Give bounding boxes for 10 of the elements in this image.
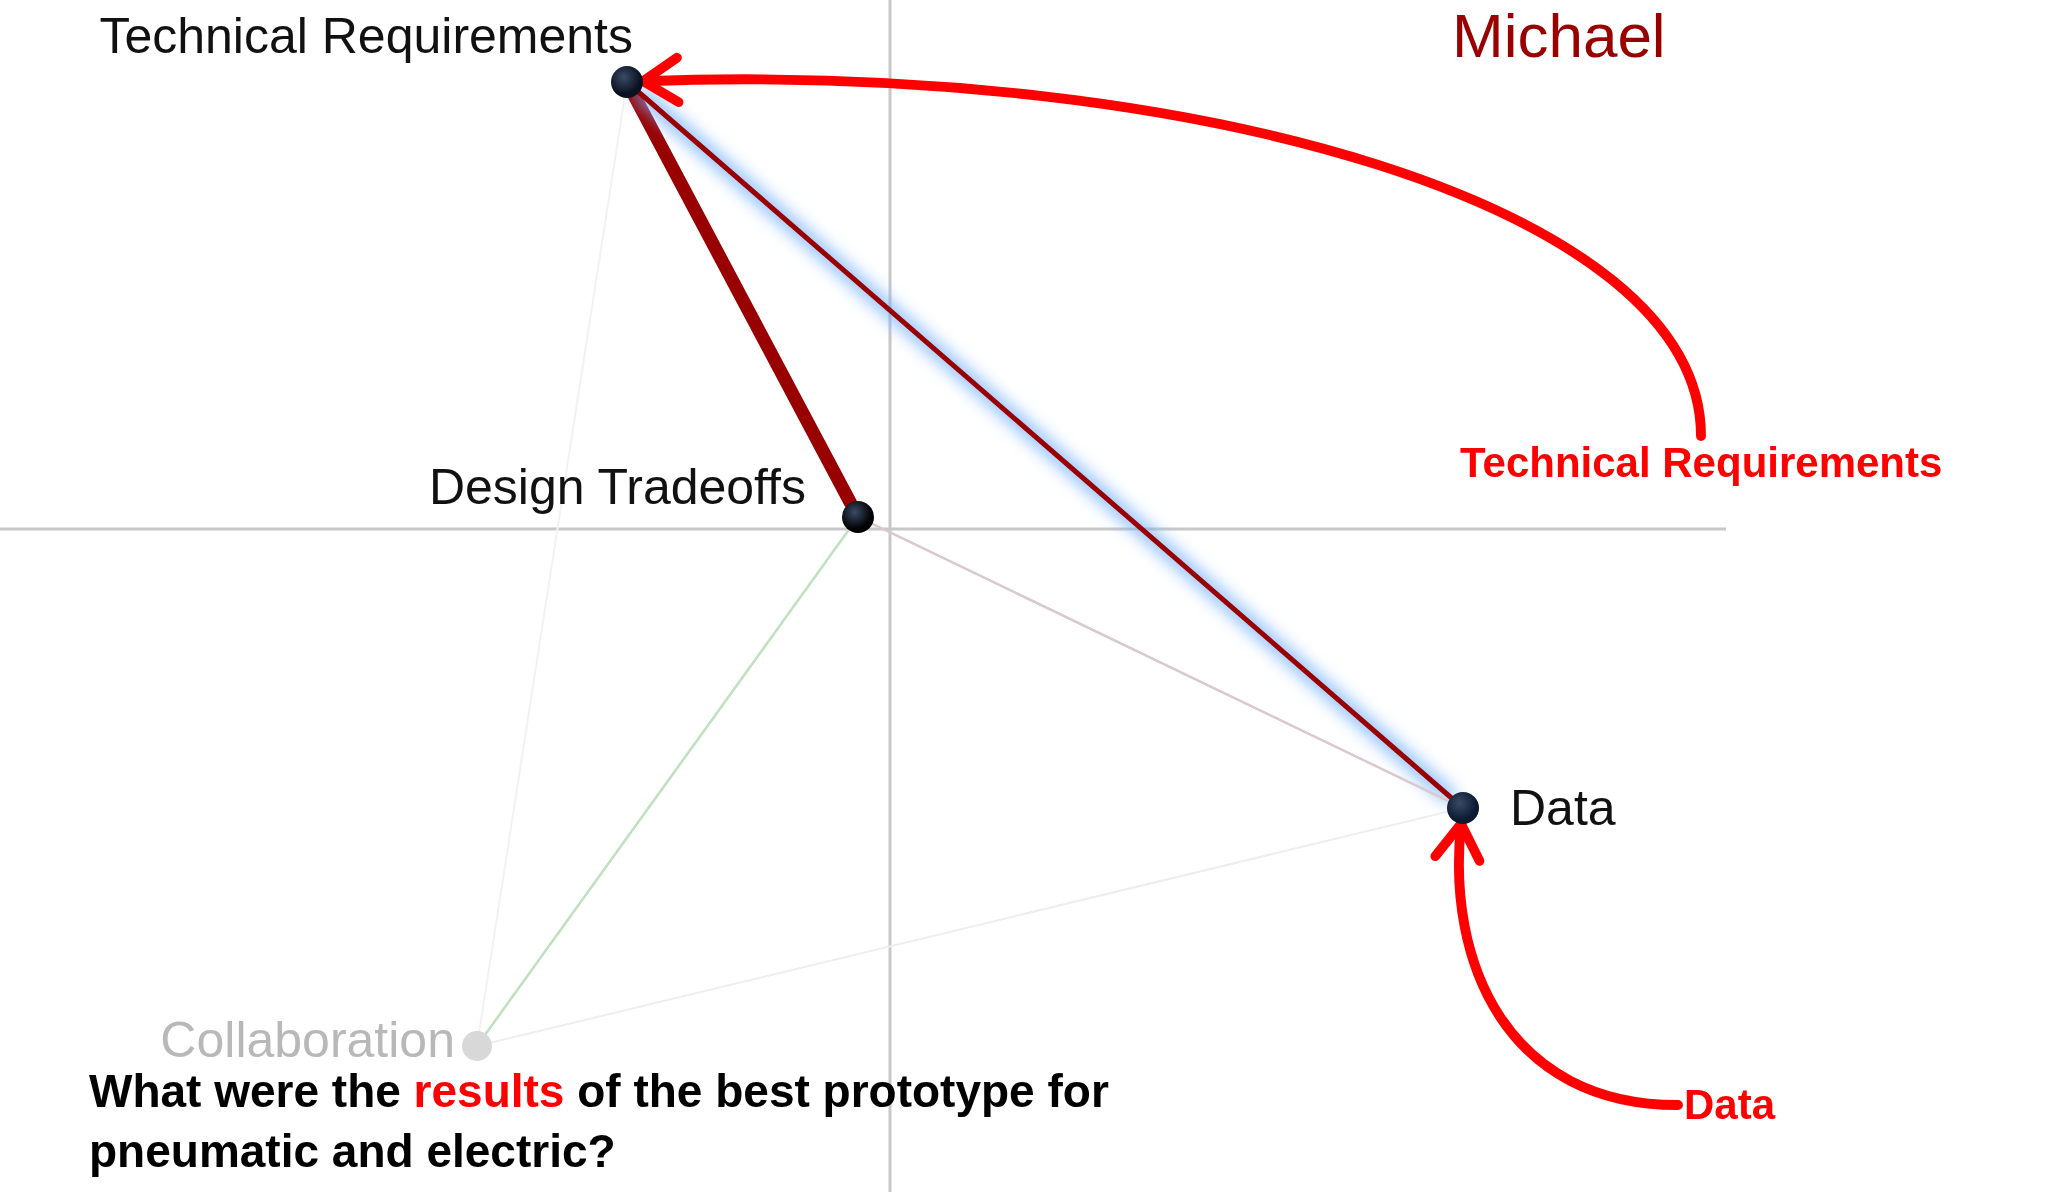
callout-label: Technical Requirements — [1460, 440, 1943, 487]
node-label: Data — [1510, 780, 1616, 836]
connector-line — [871, 522, 1450, 803]
connector-line — [484, 528, 850, 1036]
callout-label: Data — [1684, 1082, 1776, 1129]
connector-line — [478, 96, 626, 1033]
connector-line — [490, 810, 1449, 1044]
node-label: Design Tradeoffs — [428, 459, 806, 515]
node-label: Technical Requirements — [99, 8, 633, 64]
title: Michael — [1452, 2, 1666, 71]
